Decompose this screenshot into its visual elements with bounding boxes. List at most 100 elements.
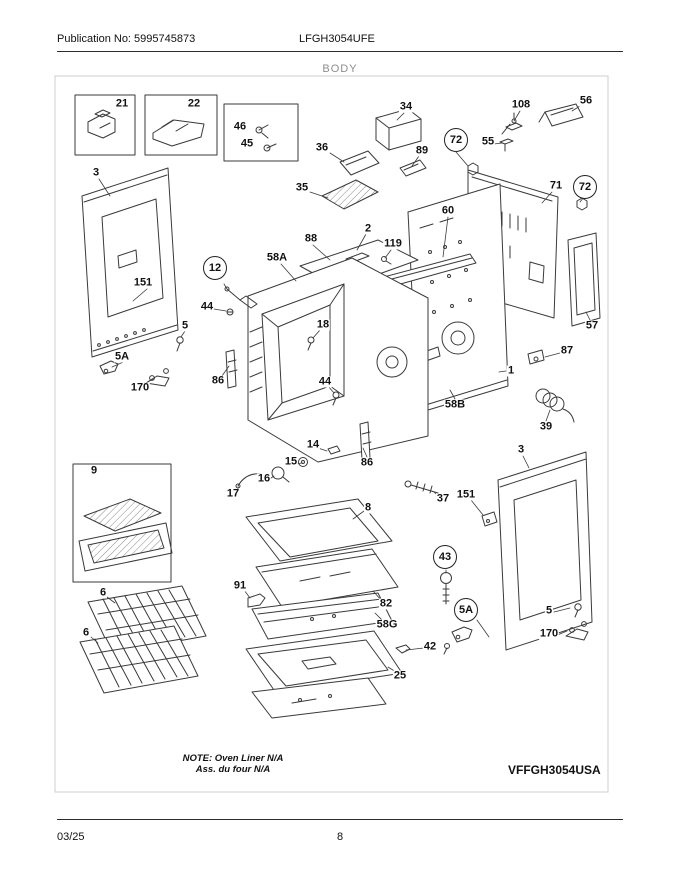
callout-6: 6: [98, 586, 108, 599]
part-bracket-89: [399, 159, 427, 177]
part-bracket-91: [247, 593, 266, 608]
callout-91: 91: [232, 579, 248, 592]
callout-89: 89: [414, 144, 430, 157]
callout-36: 36: [314, 141, 330, 154]
part-bolt-43: [440, 572, 452, 605]
callout-14: 14: [305, 438, 321, 451]
leader-lines: [90, 105, 591, 673]
callout-58G: 58G: [375, 618, 399, 631]
part-screw-37: [404, 480, 439, 494]
callout-170: 170: [129, 381, 151, 394]
part-strip-86-left: [225, 349, 238, 389]
callout-71: 71: [548, 179, 564, 192]
callout-5: 5: [544, 604, 554, 617]
callout-82: 82: [378, 597, 394, 610]
note-line-2: Ass. du four N/A: [195, 764, 271, 775]
callout-58A: 58A: [265, 251, 289, 264]
callout-72: 72: [444, 128, 468, 152]
oven-liner-note: NOTE: Oven Liner N/A Ass. du four N/A: [148, 753, 318, 775]
callout-86: 86: [210, 374, 226, 387]
callout-43: 43: [433, 545, 457, 569]
callout-17: 17: [225, 487, 241, 500]
part-bracket-36: [339, 150, 380, 176]
callout-37: 37: [435, 492, 451, 505]
section-title: BODY: [322, 63, 358, 75]
callout-60: 60: [440, 204, 456, 217]
diagram-code: VFFGH3054USA: [508, 763, 601, 777]
part-bracket-170-right: [565, 621, 589, 641]
callout-108: 108: [510, 98, 532, 111]
callout-88: 88: [303, 232, 319, 245]
publication-number: Publication No: 5995745873: [57, 33, 196, 45]
callout-5A: 5A: [113, 350, 131, 363]
part-bracket-42: [395, 644, 411, 654]
callout-9: 9: [89, 464, 99, 477]
callout-2: 2: [363, 222, 373, 235]
callout-5: 5: [180, 319, 190, 332]
callout-34: 34: [398, 100, 414, 113]
part-screw-5-left: [176, 336, 184, 352]
part-probe-12: [224, 286, 258, 309]
footer-page-number: 8: [336, 831, 344, 843]
callout-35: 35: [294, 181, 310, 194]
part-screw-44-center: [332, 391, 340, 406]
callout-58B: 58B: [443, 398, 467, 411]
callout-3: 3: [91, 166, 101, 179]
part-screw-5-right: [574, 603, 582, 618]
callout-8: 8: [363, 501, 373, 514]
callout-25: 25: [392, 669, 408, 682]
callout-170: 170: [538, 627, 560, 640]
callout-151: 151: [132, 276, 154, 289]
part-plate-87: [527, 349, 545, 365]
part-box-9: [72, 463, 173, 583]
model-number: LFGH3054UFE: [299, 33, 375, 45]
part-hinge-151-right: [481, 511, 498, 527]
part-oven-cavity-58a: [247, 257, 429, 463]
callout-151: 151: [455, 488, 477, 501]
callout-42: 42: [422, 640, 438, 653]
callout-3: 3: [516, 443, 526, 456]
part-screw-18: [307, 336, 315, 351]
part-bracket-170-left: [145, 368, 170, 387]
callout-72: 72: [573, 175, 597, 199]
part-box-45-46: [223, 103, 299, 162]
callout-5A: 5A: [454, 598, 478, 622]
callout-56: 56: [578, 94, 594, 107]
callout-6: 6: [81, 626, 91, 639]
part-box-22: [144, 94, 218, 156]
part-screw-44-left: [226, 308, 234, 316]
callout-55: 55: [480, 135, 496, 148]
callout-87: 87: [559, 344, 575, 357]
callout-22: 22: [186, 97, 202, 110]
diagram-frame: [54, 75, 609, 793]
part-clip-108: [501, 112, 523, 135]
callout-1: 1: [506, 364, 516, 377]
callout-21: 21: [114, 97, 130, 110]
callout-86: 86: [359, 456, 375, 469]
header-divider: [57, 51, 623, 52]
part-strip-86-right: [359, 421, 372, 461]
callout-44: 44: [317, 375, 333, 388]
callout-12: 12: [203, 256, 227, 280]
callout-44: 44: [199, 300, 215, 313]
part-panel-82: [255, 548, 399, 608]
part-nut-72-left: [467, 162, 479, 176]
note-line-1: NOTE: Oven Liner N/A: [182, 753, 284, 764]
part-bracket-5a-right: [443, 626, 473, 655]
part-igniter-55: [499, 138, 514, 152]
part-drawer-top-8: [245, 498, 393, 562]
footer-date: 03/25: [57, 831, 85, 843]
footer-divider: [57, 819, 623, 820]
callout-46: 46: [232, 120, 248, 133]
part-side-panel-left: [81, 167, 179, 358]
callout-39: 39: [538, 420, 554, 433]
part-panel-57: [567, 232, 601, 327]
callout-119: 119: [383, 237, 403, 250]
part-cord-39: [535, 388, 575, 423]
part-box-34: [375, 108, 422, 151]
callout-16: 16: [256, 472, 272, 485]
part-broil-element-35: [321, 179, 379, 210]
part-box-21: [74, 94, 136, 156]
